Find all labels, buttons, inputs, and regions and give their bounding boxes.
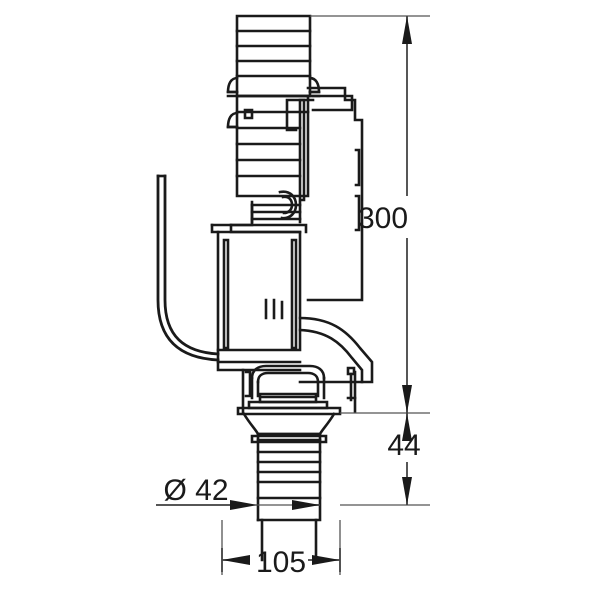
dimension-label-height-outlet: 44 [387,429,420,462]
dimension-arrowheads [222,16,412,565]
dimension-ticks [221,548,341,572]
dimension-label-height-overall: 300 [358,202,408,235]
dimension-label-diameter-outlet: Ø 42 [163,474,228,507]
dimension-label-width-overall: 105 [256,546,306,579]
valve-body-outline [156,14,374,562]
